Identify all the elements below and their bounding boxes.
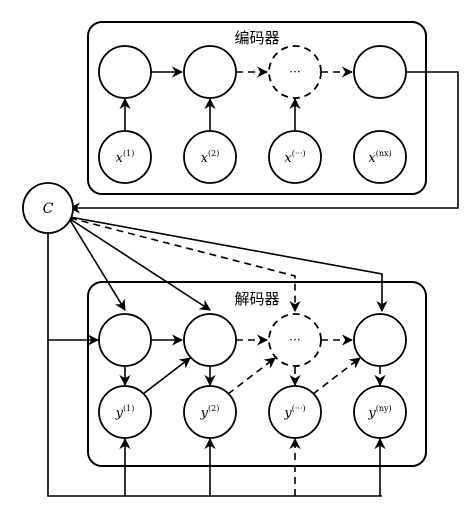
enc-input-sup-2: (2)	[208, 149, 219, 158]
dec-output-label-1: y	[115, 406, 124, 421]
dec-output-node-2	[183, 385, 237, 439]
context-to-dec-hidden-1	[69, 219, 126, 311]
dec-output-sup-3: (···)	[292, 404, 306, 413]
dec-feedback-edge-3	[312, 357, 361, 395]
enc-to-context-edge	[68, 71, 459, 214]
enc-input-node-4	[353, 130, 407, 184]
enc-input-label-3: x	[284, 151, 292, 166]
dec-hidden-node-4	[353, 313, 407, 367]
svg-text:y(2): y(2)	[200, 404, 220, 421]
dec-feedback-edge-2	[227, 357, 276, 395]
decoder-title: 解码器	[234, 290, 279, 308]
svg-text:y(ny): y(ny)	[367, 404, 391, 421]
context-to-first-hidden-edge	[47, 232, 100, 346]
dec-output-node-3	[268, 385, 322, 439]
dec-hidden-node-1	[98, 313, 152, 367]
svg-text:x(nx): x(nx)	[368, 149, 391, 166]
dec-output-label-4: y	[367, 406, 376, 421]
enc-hidden-dots: ···	[289, 65, 300, 79]
dec-output-label-2: y	[200, 406, 209, 421]
svg-text:x(1): x(1)	[116, 149, 135, 166]
enc-hidden-node-3	[268, 45, 322, 99]
enc-hidden-node-1	[98, 45, 152, 99]
context-label: C	[43, 201, 54, 217]
dec-output-sup-2: (2)	[208, 404, 219, 413]
context-node	[22, 182, 74, 234]
enc-input-sup-3: (···)	[292, 149, 306, 158]
svg-text:y(···): y(···)	[283, 404, 305, 421]
enc-input-label-1: x	[116, 151, 124, 166]
svg-text:x(2): x(2)	[201, 149, 220, 166]
dec-output-sup-4: (ny)	[376, 404, 392, 413]
svg-text:y(1): y(1)	[115, 404, 135, 421]
context-to-dec-hidden-3	[69, 217, 301, 313]
dec-output-sup-1: (1)	[123, 404, 134, 413]
enc-hidden-node-2	[183, 45, 237, 99]
context-bottom-bus	[47, 340, 382, 497]
enc-input-node-2	[183, 130, 237, 184]
enc-input-label-2: x	[201, 151, 209, 166]
enc-input-label-4: x	[368, 151, 376, 166]
svg-text:x(···): x(···)	[284, 149, 305, 166]
encoder-box	[87, 21, 427, 195]
enc-input-sup-1: (1)	[123, 149, 134, 158]
dec-hidden-node-3	[268, 313, 322, 367]
context-to-dec-hidden-2	[69, 218, 211, 311]
enc-hidden-node-4	[353, 45, 407, 99]
dec-output-label-3: y	[283, 406, 292, 421]
enc-input-sup-4: (nx)	[376, 149, 392, 158]
dec-output-node-1	[98, 385, 152, 439]
decoder-box	[87, 281, 427, 467]
enc-input-node-1	[98, 130, 152, 184]
enc-input-node-3	[268, 130, 322, 184]
dec-feedback-edge-1	[142, 357, 191, 395]
dec-output-node-4	[353, 385, 407, 439]
context-to-dec-hidden-4	[69, 216, 388, 313]
dec-hidden-dots: ···	[289, 333, 300, 347]
encoder-title: 编码器	[234, 29, 279, 47]
dec-hidden-node-2	[183, 313, 237, 367]
